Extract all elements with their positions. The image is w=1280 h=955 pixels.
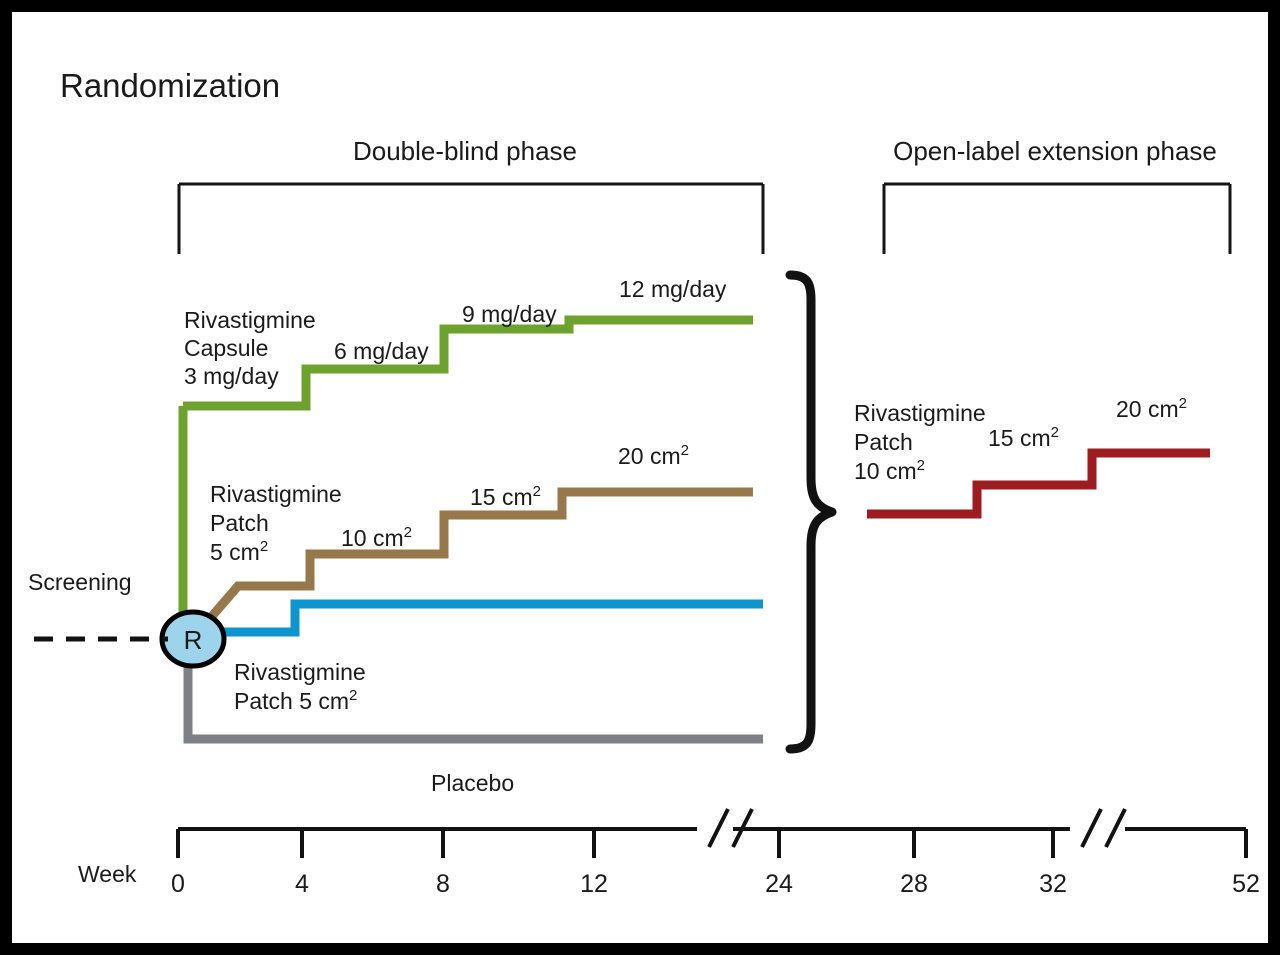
dose-label-capsule-6: 6 mg/day <box>334 338 429 364</box>
axis-tick-label-28: 28 <box>900 870 928 898</box>
arm-line-capsule <box>183 315 753 411</box>
phase-bracket-open-label <box>882 182 1232 254</box>
arm-label-patch-fixed-line1: Rivastigmine <box>234 659 366 685</box>
dose-label-patch-10: 10 cm2 <box>341 524 412 551</box>
axis-break-mark-2 <box>1080 808 1127 848</box>
arm-label-patch-fixed-line2: Patch 5 cm2 <box>234 687 357 714</box>
axis-break-mark-1 <box>707 808 754 848</box>
arm-label-patch-line3: 5 cm2 <box>210 538 268 565</box>
axis-tick-label-52: 52 <box>1232 870 1260 898</box>
axis-tick-label-8: 8 <box>436 870 450 898</box>
study-design-diagram: Randomization Double-blind phase Open-la… <box>28 67 1260 898</box>
arm-label-open-label-line3: 10 cm2 <box>854 457 925 484</box>
axis-tick-label-32: 32 <box>1039 870 1067 898</box>
phase-label-double-blind: Double-blind phase <box>353 136 577 166</box>
arm-label-patch-line2: Patch <box>210 510 269 536</box>
axis-tick-label-12: 12 <box>580 870 608 898</box>
phase-bracket-double-blind <box>177 182 765 254</box>
dose-label-capsule-9: 9 mg/day <box>462 301 557 327</box>
phase-label-open-label: Open-label extension phase <box>893 136 1217 166</box>
arm-label-capsule-line3: 3 mg/day <box>184 363 279 389</box>
arm-line-patch-titration <box>190 487 753 640</box>
arm-label-capsule-line2: Capsule <box>184 335 268 361</box>
arm-line-open-label <box>867 448 1210 519</box>
axis-title-week: Week <box>78 861 137 887</box>
arm-line-patch-fixed <box>198 599 763 637</box>
axis-ticks <box>176 829 1248 858</box>
randomization-node-label: R <box>184 625 203 655</box>
page-title: Randomization <box>60 67 280 104</box>
axis-tick-label-24: 24 <box>765 870 793 898</box>
arm-label-placebo: Placebo <box>431 770 514 796</box>
arm-label-open-label-line1: Rivastigmine <box>854 400 986 426</box>
screening-label: Screening <box>28 569 132 595</box>
dose-label-capsule-12: 12 mg/day <box>619 276 727 302</box>
axis-tick-label-0: 0 <box>171 870 185 898</box>
dose-label-patch-20: 20 cm2 <box>618 442 689 469</box>
arm-line-placebo <box>183 644 763 744</box>
axis-tick-label-4: 4 <box>295 870 309 898</box>
arm-label-capsule-line1: Rivastigmine <box>184 307 316 333</box>
dose-label-patch-15: 15 cm2 <box>470 483 541 510</box>
arm-label-patch-line1: Rivastigmine <box>210 481 342 507</box>
dose-label-open-15: 15 cm2 <box>988 424 1059 451</box>
grouping-brace <box>785 270 837 754</box>
dose-label-open-20: 20 cm2 <box>1116 395 1187 422</box>
figure-canvas: Randomization Double-blind phase Open-la… <box>12 12 1268 943</box>
arm-label-open-label-line2: Patch <box>854 429 913 455</box>
